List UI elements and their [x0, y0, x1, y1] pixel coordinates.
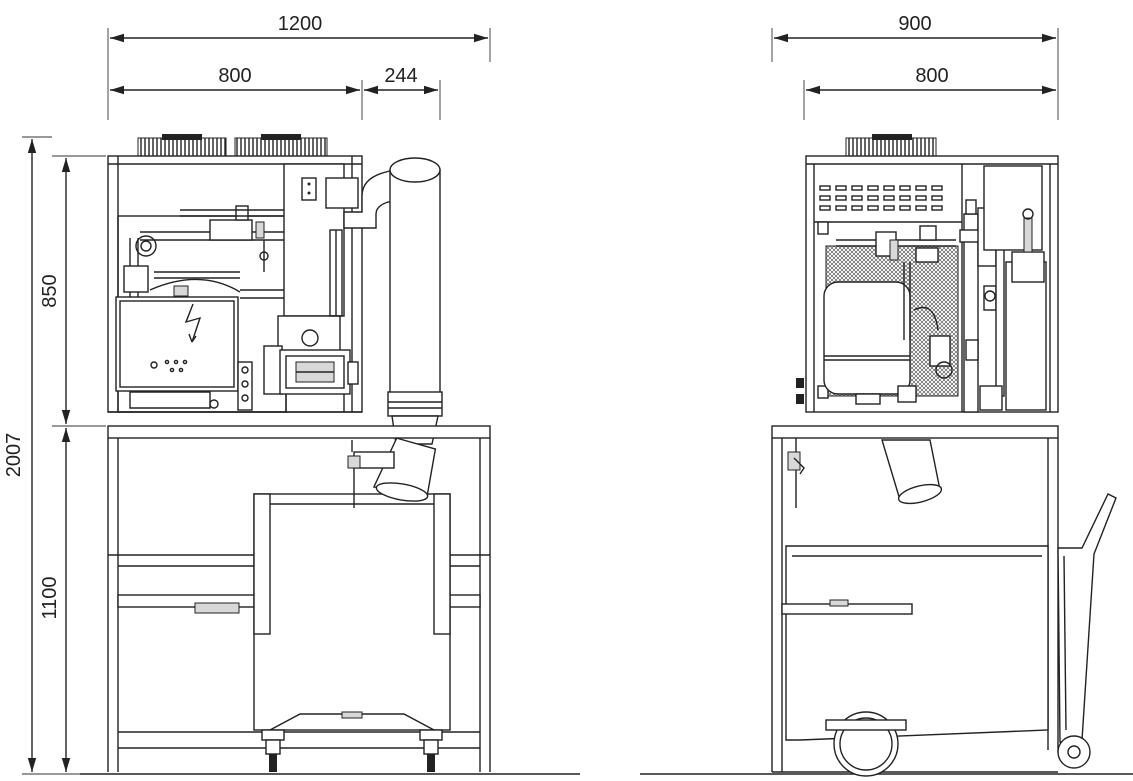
front-table-top: [107, 425, 491, 439]
side-dimensions: 900 800: [771, 13, 1059, 120]
side-piping: [836, 225, 956, 379]
side-water-tank: [979, 165, 1047, 411]
side-compressor: [823, 281, 917, 405]
dim-front-duct-offset: 244: [384, 65, 417, 87]
dim-side-body-width: 800: [915, 65, 948, 87]
dim-total-height: 2007: [3, 433, 25, 478]
front-ice-chute: [347, 437, 437, 508]
dim-front-body-width: 800: [218, 65, 251, 87]
side-level-gauge: [787, 438, 805, 508]
side-evaporator: [959, 199, 1005, 413]
front-control-box: [115, 296, 239, 392]
side-table-top: [771, 425, 1059, 439]
front-view: [80, 134, 580, 775]
front-motor-assembly: [263, 229, 359, 412]
dim-lower-height: 1100: [39, 576, 61, 619]
side-view: [640, 134, 1133, 777]
front-ice-bin: [253, 493, 451, 772]
front-top-fans: [137, 134, 328, 157]
vertical-dimensions: 2007 850 1100: [3, 136, 106, 775]
side-top-fan: [845, 137, 937, 157]
front-piping: [123, 205, 284, 300]
dim-front-total-width: 1200: [278, 13, 323, 35]
dim-side-total-width: 900: [898, 13, 931, 35]
side-ice-chute: [881, 439, 943, 505]
side-ice-cart: [781, 493, 1117, 777]
high-voltage-icon: [184, 303, 202, 343]
side-vent-slots: [819, 185, 943, 211]
dim-upper-height: 850: [39, 274, 61, 307]
front-dimensions: 1200 800 244: [107, 13, 491, 120]
